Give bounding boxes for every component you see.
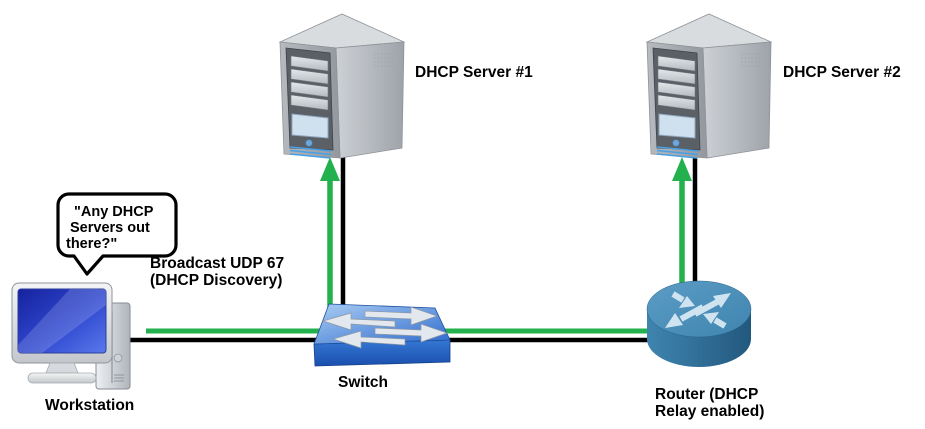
- flow-up-server2-arrowhead: [672, 157, 692, 181]
- workstation-icon: [11, 282, 131, 390]
- workstation-label: Workstation: [45, 397, 134, 414]
- router-arrow-se-head-icon: [703, 312, 719, 324]
- broadcast-note-line2: (DHCP Discovery): [150, 272, 282, 289]
- speech-bubble-outline: [56, 192, 178, 276]
- workstation-tower-vents: [114, 374, 124, 382]
- server1-label: DHCP Server #1: [415, 64, 533, 81]
- switch-arrow-left-icon: [321, 312, 396, 331]
- cable-links: [124, 150, 698, 343]
- router-arrow-nw-head-icon: [679, 296, 695, 308]
- router-label-line1: Router (DHCP: [655, 386, 758, 403]
- switch-arrow-right-icon: [364, 306, 439, 326]
- router-arrow-ne-head-icon: [713, 293, 731, 308]
- router-label-line2: Relay enabled): [655, 403, 764, 420]
- dhcp-broadcast-flow: [146, 157, 692, 334]
- switch-front-face: [313, 339, 451, 367]
- speech-bubble: "Any DHCP Servers out there?": [56, 192, 178, 276]
- server2-icon: [646, 13, 772, 159]
- server1-icon: [279, 13, 405, 159]
- router-arrow-sw-icon: [679, 304, 705, 322]
- flow-up-server1-arrowhead: [320, 157, 340, 181]
- switch-arrow-left-icon: [331, 330, 406, 349]
- switch-arrow-right-icon: [374, 323, 449, 343]
- workstation-power-button: [113, 353, 123, 363]
- workstation-monitor-base: [27, 372, 97, 384]
- switch-icon: [313, 303, 451, 367]
- workstation-monitor-neck: [45, 362, 79, 374]
- router-arrow-nw-icon: [671, 291, 685, 303]
- workstation-screen-glare: [18, 289, 106, 353]
- server2-label: DHCP Server #2: [783, 64, 901, 81]
- speech-bubble-line1: "Any DHCP: [74, 204, 154, 220]
- router-icon: [646, 280, 752, 367]
- router-arrow-se-icon: [713, 317, 727, 329]
- router-arrow-sw-head-icon: [665, 313, 683, 328]
- switch-label: Switch: [338, 374, 388, 391]
- speech-bubble-line2: Servers out: [70, 220, 150, 236]
- workstation-monitor-screen: [17, 288, 107, 354]
- broadcast-note-line1: Broadcast UDP 67: [150, 255, 284, 272]
- speech-bubble-line3: there?": [66, 236, 117, 252]
